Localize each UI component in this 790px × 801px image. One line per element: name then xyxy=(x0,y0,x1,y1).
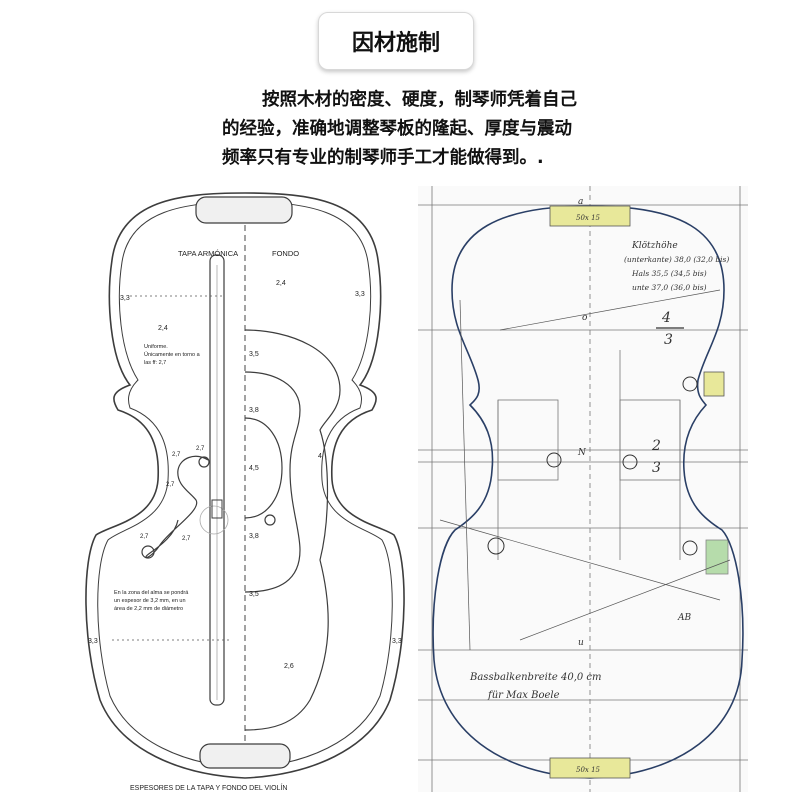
thickness-value: 3,5 xyxy=(249,351,259,358)
letter-o: o xyxy=(582,313,588,323)
corner-block-marked xyxy=(703,371,725,397)
circle-marker xyxy=(546,452,562,468)
upper-right-box xyxy=(619,399,681,481)
bottom-block xyxy=(199,743,291,769)
fondo-marker xyxy=(264,514,276,526)
note-alma: En la zona del alma se pondrá xyxy=(114,590,189,596)
label-tapa-armonica: TAPA ARMÓNICA xyxy=(178,249,238,258)
circle-marker xyxy=(487,537,505,555)
top-block xyxy=(195,196,293,224)
sound-post-area xyxy=(199,505,229,535)
note-alma: área de 2,2 mm de diámetro xyxy=(114,606,183,612)
fraction-top: 2 xyxy=(651,438,661,454)
left-violin-drawing: TAPA ARMÓNICA FONDO 3,3 3,3 2,4 2,4 Unif… xyxy=(85,192,405,792)
thickness-value: 3,3 xyxy=(120,295,130,302)
bottom-note: Bassbalkenbreite 40,0 cm xyxy=(469,672,602,683)
letter-u: u xyxy=(578,638,584,648)
thickness-value: 2,4 xyxy=(276,280,286,287)
circle-marker xyxy=(682,376,698,392)
thickness-value: 2,7 xyxy=(196,446,205,452)
corner-block-marked xyxy=(705,539,729,575)
hand-note: unte 37,0 (36,0 bis) xyxy=(632,283,707,292)
left-violin-outline xyxy=(85,192,405,779)
fondo-arc-mid xyxy=(244,371,301,593)
thickness-value: 4,5 xyxy=(249,465,259,472)
thickness-value: 2,6 xyxy=(284,663,294,670)
description-paragraph: 按照木材的密度、硬度，制琴师凭着自己 的经验，准确地调整琴板的隆起、厚度与震动 … xyxy=(222,86,652,173)
label-fondo: FONDO xyxy=(272,249,299,258)
description-line: 频率只有专业的制琴师手工才能做得到。. xyxy=(222,148,544,168)
right-violin-drawing: Klötzhöhe (unterkante) 38,0 (32,0 bis) H… xyxy=(418,186,748,792)
thickness-value: 3,3 xyxy=(355,291,365,298)
thickness-value: 3,5 xyxy=(249,591,259,598)
description-line: 按照木材的密度、硬度，制琴师凭着自己 xyxy=(262,90,577,110)
bass-bar xyxy=(209,254,225,706)
thickness-value: 3,8 xyxy=(249,407,259,414)
left-caption: ESPESORES DE LA TAPA Y FONDO DEL VIOLÍN xyxy=(130,783,287,792)
thickness-value: 2,7 xyxy=(172,452,181,458)
upper-left-box xyxy=(497,399,559,481)
fondo-arc-outer xyxy=(244,329,341,731)
right-paper xyxy=(418,186,748,792)
top-block-marked xyxy=(549,205,631,227)
bottom-note: für Max Boele xyxy=(487,690,560,701)
description-line: 的经验，准确地调整琴板的隆起、厚度与震动 xyxy=(222,119,572,139)
fraction-top: 4 xyxy=(661,310,671,326)
fraction-bottom: 3 xyxy=(652,460,661,476)
block-label: 50x 15 xyxy=(576,214,601,222)
block-label: 50x 15 xyxy=(576,766,601,774)
bottom-block-marked xyxy=(549,757,631,779)
thickness-value: 4 xyxy=(318,453,322,460)
page-title: 因材施制 xyxy=(318,12,474,70)
hand-note: Klötzhöhe xyxy=(631,241,678,251)
thickness-value: 3,3 xyxy=(392,638,402,645)
thickness-value: 2,7 xyxy=(182,536,191,542)
note-uniform: Únicamente en torno a xyxy=(144,351,201,358)
circle-marker xyxy=(622,454,638,470)
f-hole xyxy=(145,455,209,559)
note-alma: un espesor de 3,2 mm, en un xyxy=(114,598,186,604)
note-uniform: las ff: 2,7 xyxy=(144,360,166,366)
thickness-value: 3,8 xyxy=(249,533,259,540)
thickness-value: 2,4 xyxy=(158,325,168,332)
thickness-value: 2,7 xyxy=(166,482,175,488)
thickness-value: 2,7 xyxy=(140,534,149,540)
letter-n: N xyxy=(577,448,587,458)
ab-label: AB xyxy=(677,613,691,623)
sound-post-block xyxy=(211,499,223,519)
hand-note: (unterkante) 38,0 (32,0 bis) xyxy=(624,255,729,264)
thickness-value: 3,3 xyxy=(88,638,98,645)
note-uniform: Uniforme. xyxy=(144,344,168,350)
construction-lines xyxy=(439,289,731,651)
f-hole-bottom-eye xyxy=(141,545,155,559)
hand-note: Hals 35,5 (34,5 bis) xyxy=(631,269,707,278)
f-hole-top-eye xyxy=(198,456,210,468)
circle-marker xyxy=(682,540,698,556)
fraction-bottom: 3 xyxy=(664,332,673,348)
fondo-arc-inner xyxy=(244,417,283,519)
letter-a: a xyxy=(578,197,583,207)
